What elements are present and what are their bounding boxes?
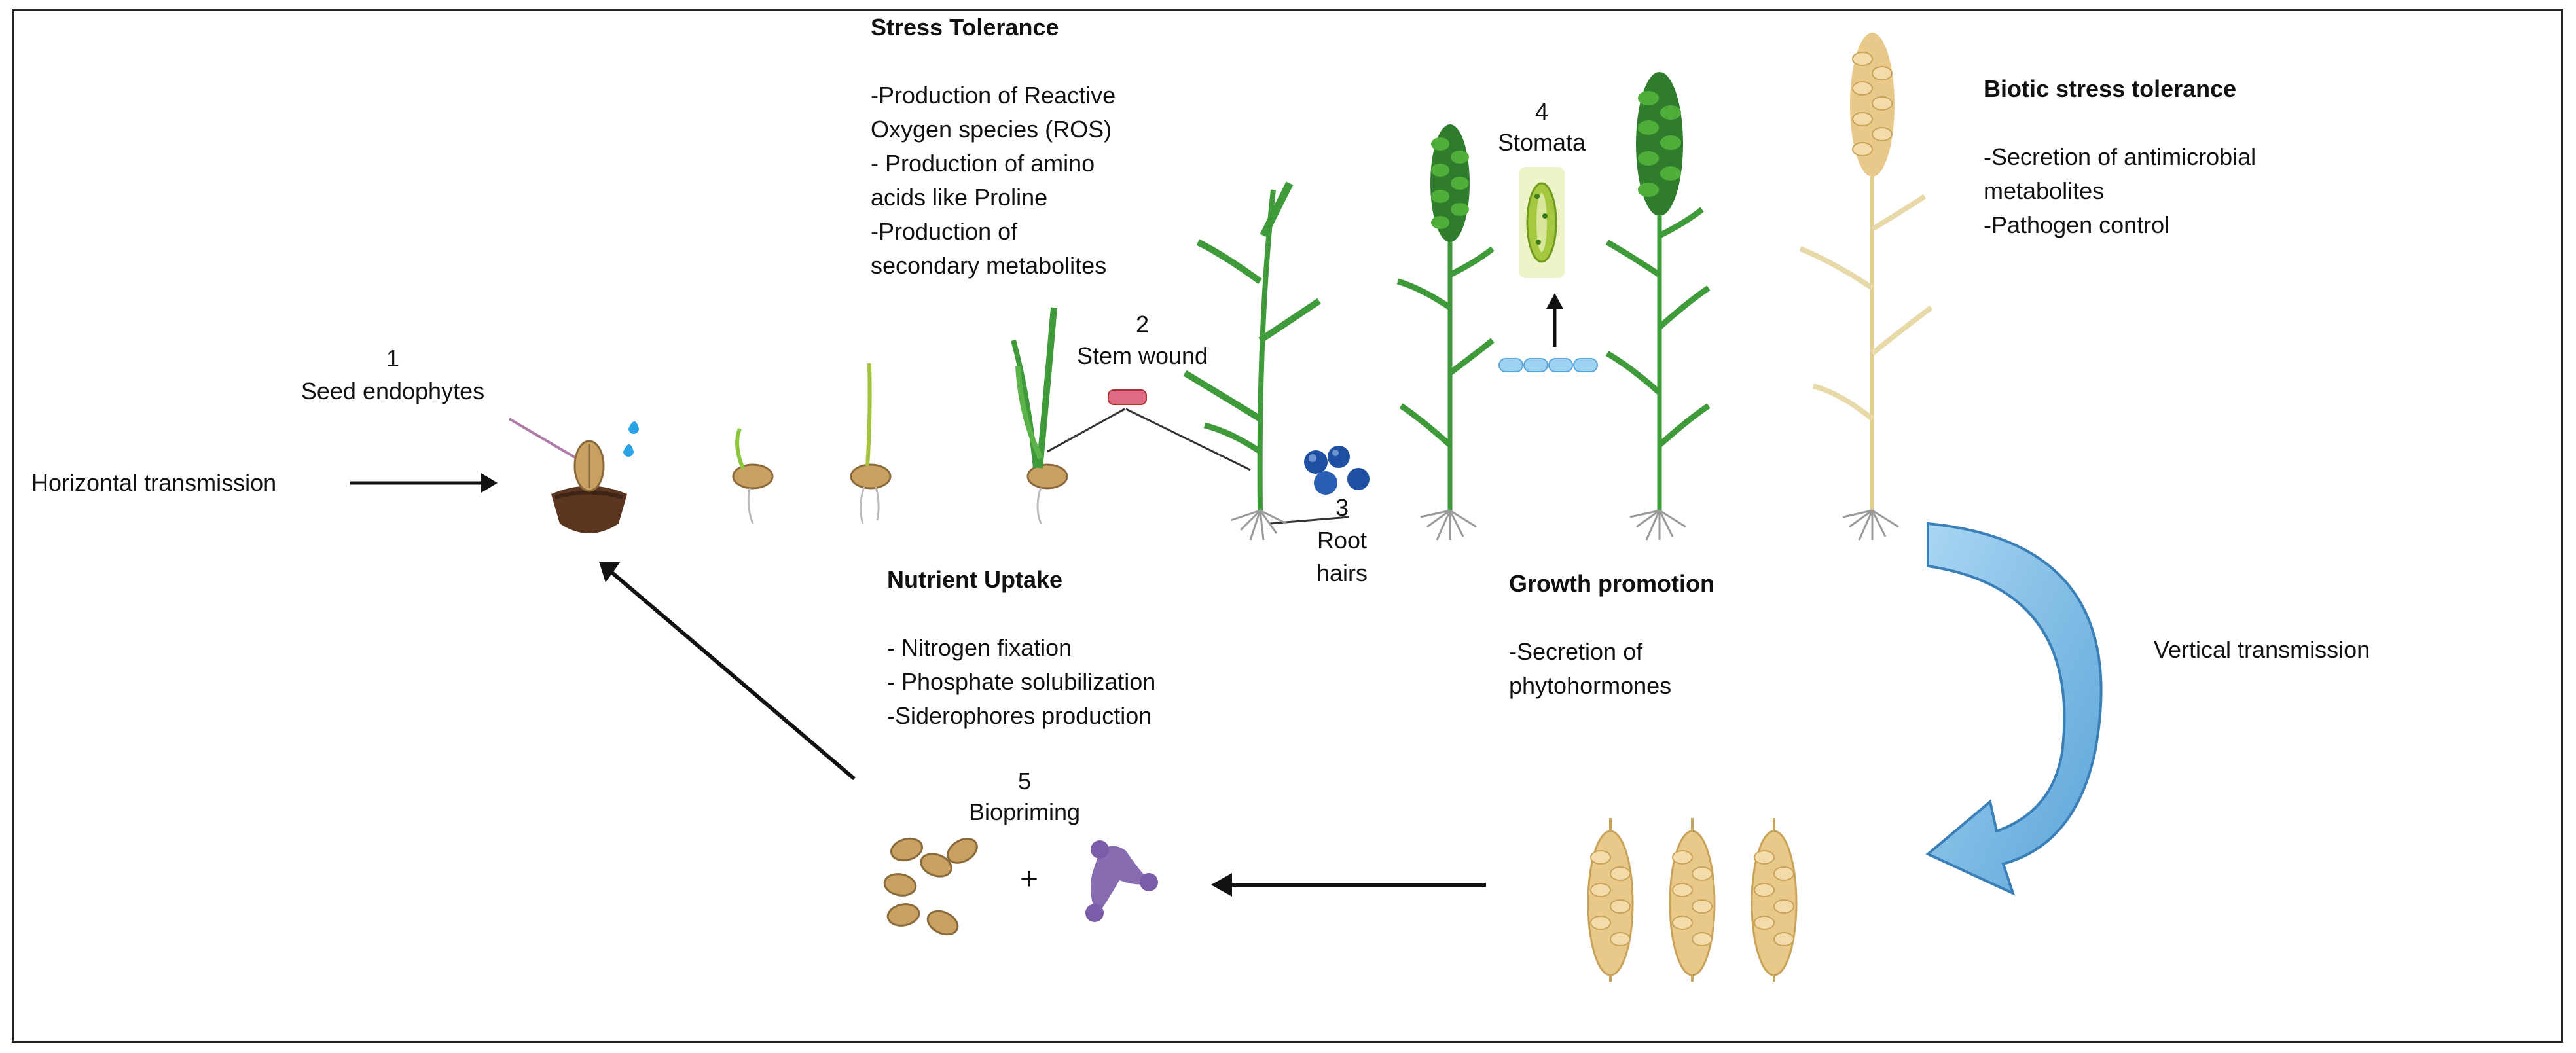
biopriming-label: Biopriming	[968, 798, 1081, 825]
growth-promotion-line: phytohormones	[1509, 672, 1672, 699]
stress-tolerance-block: Stress Tolerance -Production of Reactive…	[871, 10, 1116, 283]
horizontal-transmission-label: Horizontal transmission	[31, 469, 277, 496]
biotic-stress-block: Biotic stress tolerance -Secretion of an…	[1984, 72, 2256, 242]
nutrient-uptake-line: - Phosphate solubilization	[887, 668, 1156, 695]
stress-tolerance-line: - Production of amino	[871, 150, 1095, 177]
nutrient-uptake-line: - Nitrogen fixation	[887, 634, 1072, 661]
mature-wheat-plant	[1799, 33, 1933, 541]
nutrient-uptake-title: Nutrient Uptake	[887, 566, 1063, 593]
root-hairs-label-2: hairs	[1316, 560, 1368, 586]
stress-tolerance-title: Stress Tolerance	[871, 14, 1059, 41]
root-hairs-number: 3	[1335, 494, 1349, 521]
stress-tolerance-line: -Production of Reactive	[871, 82, 1116, 109]
stress-tolerance-line: -Production of	[871, 218, 1018, 245]
heading-wheat-plant-1	[1396, 124, 1495, 541]
nutrient-uptake-line: -Siderophores production	[887, 702, 1152, 729]
plus-sign: +	[1020, 862, 1039, 897]
biotic-stress-line: metabolites	[1984, 177, 2105, 204]
stomata-illustration	[1498, 167, 1598, 372]
stomata-number: 4	[1534, 98, 1549, 125]
biotic-stress-title: Biotic stress tolerance	[1984, 75, 2237, 102]
biopriming-to-seed-arrow	[599, 562, 856, 781]
horizontal-arrow	[350, 473, 498, 493]
growth-promotion-title: Growth promotion	[1509, 570, 1714, 597]
nutrient-uptake-block: Nutrient Uptake - Nitrogen fixation - Ph…	[887, 563, 1155, 733]
germinating-seed-1	[732, 427, 774, 524]
vertical-transmission-label: Vertical transmission	[2154, 636, 2370, 663]
stress-tolerance-line: secondary metabolites	[871, 252, 1107, 279]
harvest-to-biopriming-arrow	[1211, 873, 1486, 897]
stress-tolerance-line: Oxygen species (ROS)	[871, 116, 1112, 143]
stress-tolerance-line: acids like Proline	[871, 184, 1048, 211]
biopriming-number: 5	[1017, 768, 1032, 794]
biotic-stress-line: -Secretion of antimicrobial	[1984, 143, 2257, 170]
bacteria-cluster	[1304, 446, 1370, 495]
seed-endophyte-illustration	[508, 418, 639, 533]
biotic-stress-line: -Pathogen control	[1984, 211, 2170, 238]
stomata-label: Stomata	[1497, 129, 1586, 156]
vertical-transmission-arrow	[1925, 522, 2103, 896]
seed-endophytes-label: Seed endophytes	[300, 378, 485, 404]
microbe-illustration	[1085, 840, 1158, 922]
germinating-seed-2	[850, 363, 892, 524]
biopriming-seeds	[883, 837, 978, 936]
diagram-frame	[12, 9, 2563, 1043]
young-wheat-plant	[1183, 181, 1321, 541]
stem-wound-marker	[1047, 389, 1349, 525]
wheat-ears	[1587, 818, 1798, 982]
seed-endophytes-number: 1	[386, 345, 400, 372]
seedling	[1011, 307, 1068, 524]
growth-promotion-line: -Secretion of	[1509, 638, 1643, 665]
root-hairs-label-1: Root	[1316, 527, 1368, 554]
stem-wound-number: 2	[1135, 311, 1150, 338]
stem-wound-label: Stem wound	[1076, 342, 1208, 369]
heading-wheat-plant-2	[1605, 72, 1711, 541]
growth-promotion-block: Growth promotion -Secretion of phytohorm…	[1509, 567, 1714, 703]
